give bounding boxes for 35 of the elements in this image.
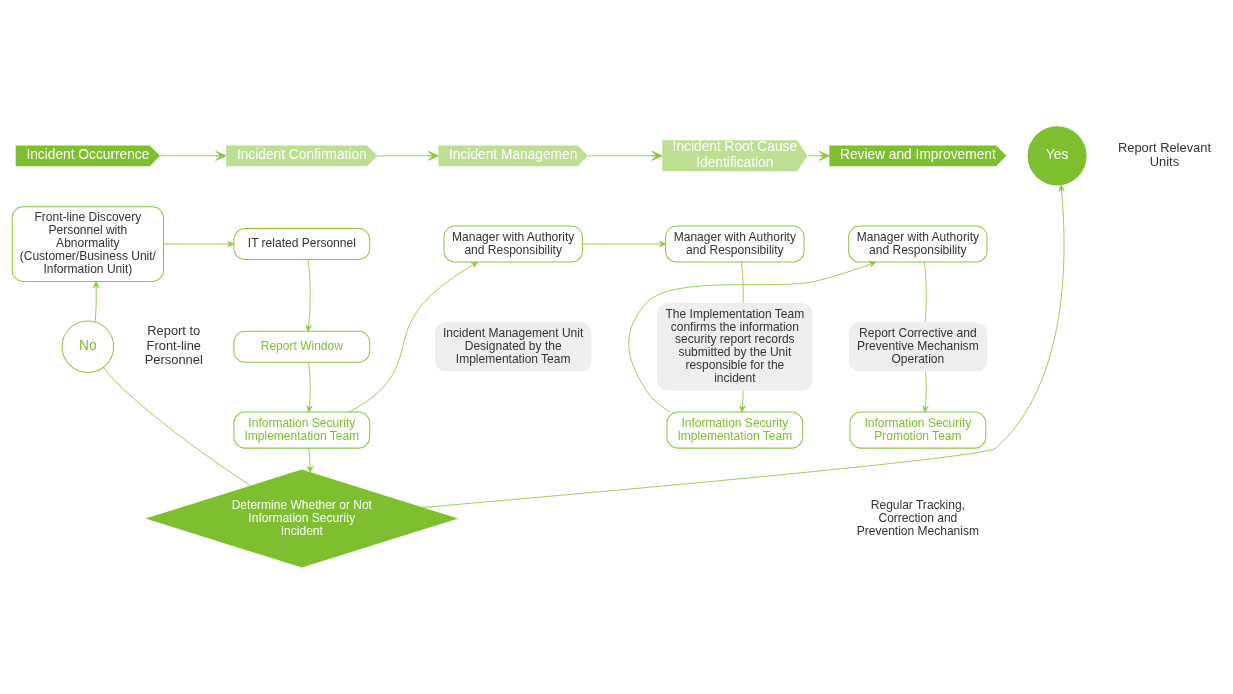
connector [102, 367, 251, 487]
node-box: Information Security Implementation Team [666, 411, 804, 449]
node-box: IT related Personnel [233, 228, 371, 261]
node-circle: Yes [1027, 126, 1087, 186]
arrow [305, 259, 312, 332]
arrow [628, 261, 877, 413]
arrow [163, 240, 235, 248]
arrow [306, 448, 314, 473]
node-label: Report Relevant Units [1117, 139, 1211, 170]
arrow [739, 390, 746, 413]
arrow [306, 362, 313, 413]
node-diamond: Determine Whether or Not Information Security Incident [145, 469, 459, 568]
node-box: Report Window [233, 330, 371, 363]
node-box: The Implementation Team confirms the information security report records submitted by the Unit responsible for the incident [657, 302, 813, 391]
arrow [159, 150, 227, 161]
arrow [587, 150, 663, 161]
node-box: Front-line Discovery Personnel with Abnormality (Customer/Business Unit/ Information Unit) [11, 206, 164, 282]
node-label: Report to Front-line Personnel [144, 323, 203, 368]
label: Regular Tracking, Correction and Prevention Mechanism [856, 497, 979, 538]
node-box: Information Security Implementation Team [233, 411, 371, 449]
connector [740, 261, 744, 304]
arrow [922, 371, 929, 413]
arrow [93, 281, 100, 323]
node-box: Manager with Authority and Responsibility [848, 225, 988, 263]
node-box: Manager with Authority and Responsibility [665, 225, 805, 263]
connector [923, 261, 927, 323]
node-box: Information Security Promotion Team [849, 411, 987, 449]
node-box: Report Corrective and Preventive Mechanism Operation [848, 322, 988, 372]
node-box: Manager with Authority and Responsibility [443, 225, 583, 263]
arrow [377, 150, 439, 161]
node-circle: No [61, 320, 115, 374]
arrow [422, 184, 1065, 508]
arrow [807, 150, 830, 161]
arrow [582, 240, 666, 248]
arrow [348, 261, 479, 413]
